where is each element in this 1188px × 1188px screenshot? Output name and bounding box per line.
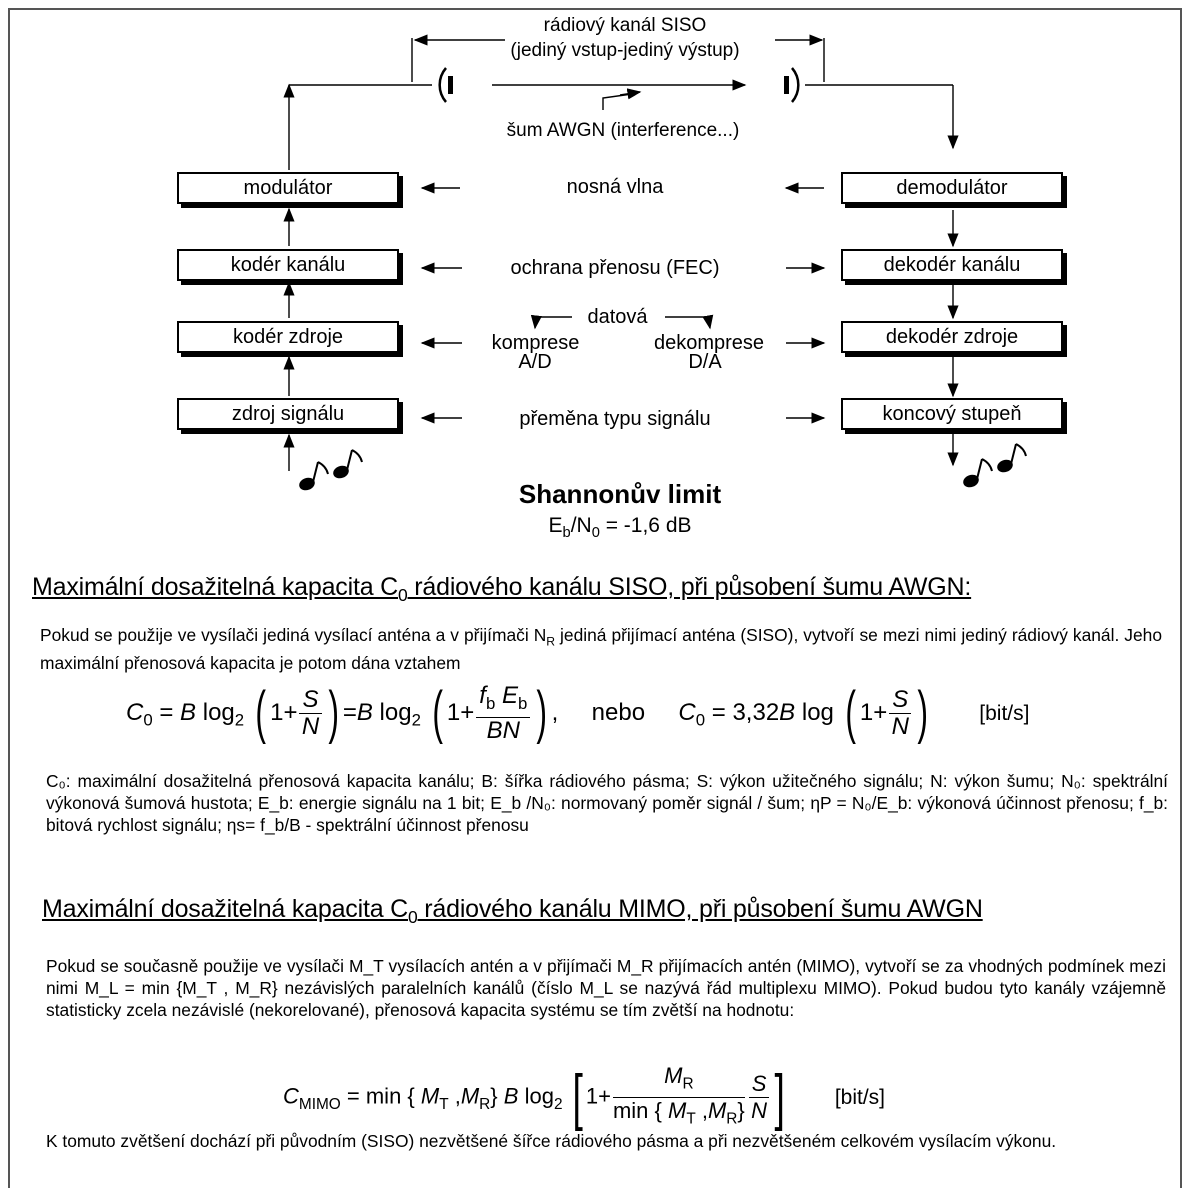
ad-label: A/D — [518, 351, 552, 373]
mimo-closing: K tomuto zvětšení dochází při původním (… — [46, 1131, 1057, 1151]
mimo-intro: Pokud se současně použije ve vysílači M_… — [46, 956, 1166, 1020]
conversion-label: přeměna typu signálu — [519, 408, 711, 430]
data-label: datová — [587, 306, 648, 328]
music-notes-output-icon — [963, 443, 1027, 488]
channel-title: rádiový kanál SISO — [543, 15, 707, 36]
tx-block-modulator: modulátor — [177, 172, 399, 204]
rx-block-demodulator: demodulátor — [841, 172, 1063, 204]
channel-subtitle: (jediný vstup-jediný výstup) — [510, 40, 740, 61]
shannon-title: Shannonův limit — [518, 479, 722, 509]
rx-antenna-icon — [784, 67, 800, 103]
fec-label: ochrana přenosu (FEC) — [510, 257, 720, 279]
siso-heading: Maximální dosažitelná kapacita C0 rádiov… — [32, 573, 972, 606]
siso-legend: C₀: maximální dosažitelná přenosová kapa… — [46, 771, 1168, 835]
shannon-value: Eb/N0 = -1,6 dB — [548, 514, 692, 542]
siso-intro: Pokud se použije ve vysílači jediná vysí… — [40, 625, 1162, 674]
block-diagram — [283, 34, 1027, 491]
rx-block-channel-decoder: dekodér kanálu — [841, 249, 1063, 281]
noise-label: šum AWGN (interference...) — [506, 120, 740, 141]
rx-block-output-stage: koncový stupeň — [841, 398, 1063, 430]
music-notes-source-icon — [299, 449, 363, 491]
da-label: D/A — [688, 351, 722, 373]
tx-block-signal-source: zdroj signálu — [177, 398, 399, 430]
mimo-heading: Maximální dosažitelná kapacita C0 rádiov… — [42, 895, 983, 928]
tx-antenna-icon — [438, 67, 453, 103]
compression-label: komprese — [491, 332, 580, 354]
rx-block-source-decoder: dekodér zdroje — [841, 321, 1063, 353]
carrier-label: nosná vlna — [566, 176, 664, 198]
tx-block-channel-coder: kodér kanálu — [177, 249, 399, 281]
tx-block-source-coder: kodér zdroje — [177, 321, 399, 353]
page-frame — [8, 8, 1182, 1188]
decompression-label: dekomprese — [653, 332, 765, 354]
